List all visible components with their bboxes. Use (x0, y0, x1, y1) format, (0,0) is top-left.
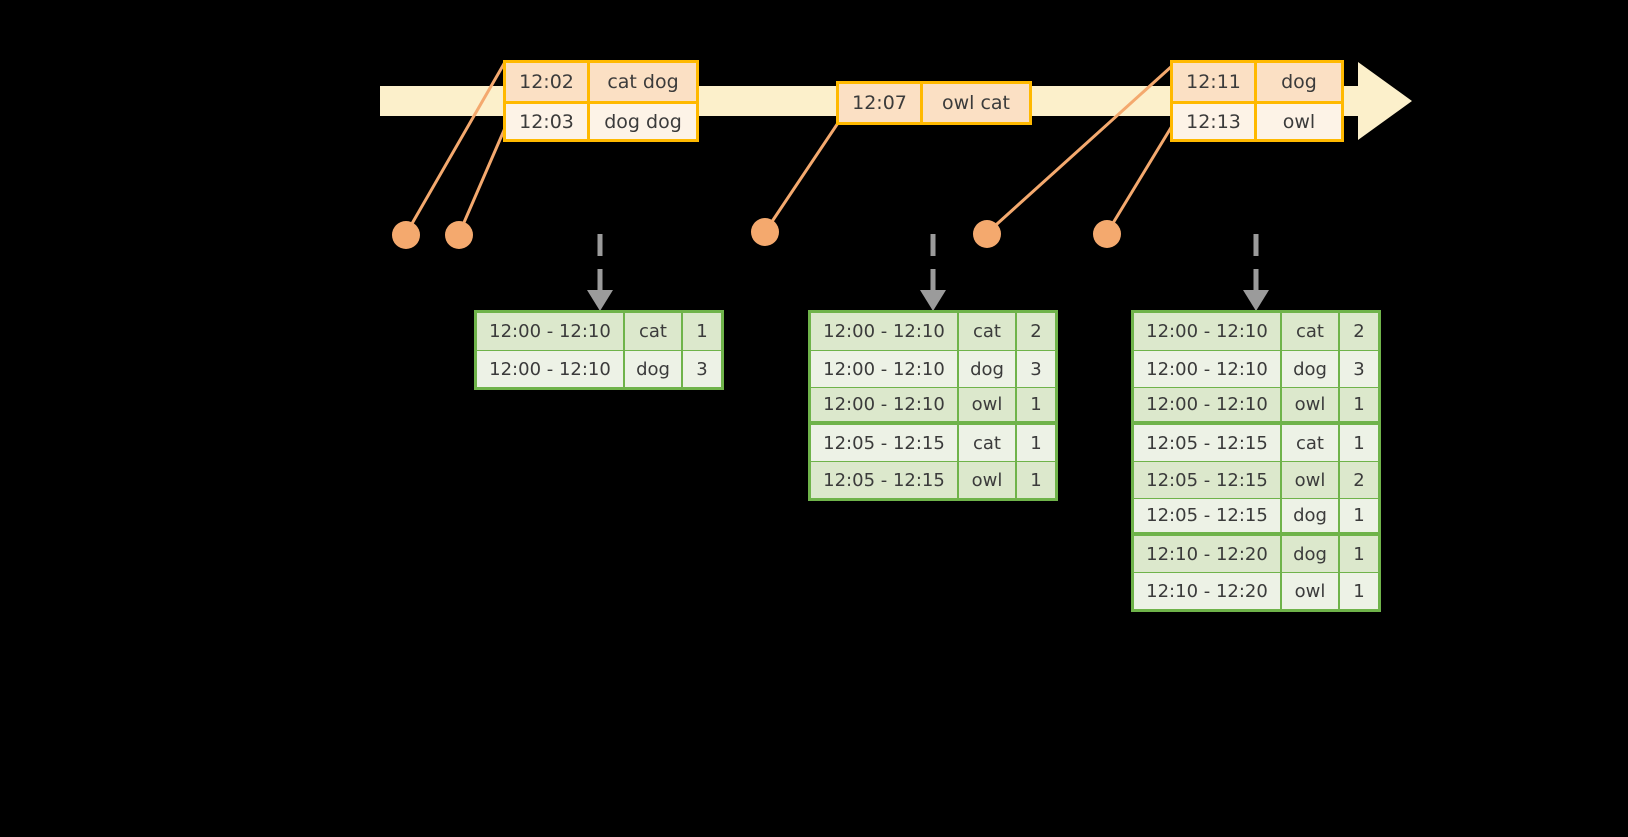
cell-window: 12:05 - 12:15 (1134, 425, 1282, 461)
cell-word: dog (1282, 536, 1340, 572)
emit-arrows (597, 234, 1259, 292)
event-time: 12:03 (506, 104, 590, 139)
cell-word: dog (959, 351, 1017, 387)
cell-word: dog (1282, 351, 1340, 387)
cell-word: owl (959, 388, 1017, 421)
cell-count: 2 (1353, 321, 1365, 342)
event-row: 12:03 dog dog (506, 101, 696, 139)
cell-count: 1 (1030, 469, 1042, 491)
cell-window: 12:05 - 12:15 (811, 462, 959, 498)
cell-count: 3 (1353, 358, 1365, 380)
connector-2 (457, 126, 507, 236)
connector-1 (404, 60, 507, 236)
cell-window: 12:00 - 12:10 (1134, 313, 1282, 350)
cell-count: 2 (1353, 469, 1365, 491)
event-words: dog dog (604, 110, 682, 133)
cell-word: dog (1282, 499, 1340, 532)
emit-arrowhead-1 (587, 290, 613, 311)
cell-count: 1 (1353, 505, 1365, 526)
cell-window: 12:00 - 12:10 (477, 313, 625, 350)
cell-window: 12:05 - 12:15 (811, 425, 959, 461)
cell-count: 3 (696, 358, 708, 380)
event-row: 12:02 cat dog (506, 63, 696, 101)
cell-count: 1 (1030, 432, 1042, 454)
cell-window: 12:00 - 12:10 (477, 351, 625, 387)
cell-word: owl (959, 462, 1017, 498)
emit-arrowhead-2 (920, 290, 946, 311)
event-dot-5 (1093, 220, 1121, 248)
cell-word: owl (1282, 388, 1340, 421)
cell-window: 12:10 - 12:20 (1134, 573, 1282, 609)
cell-window: 12:00 - 12:10 (1134, 388, 1282, 421)
event-dot-3 (751, 218, 779, 246)
event-time: 12:07 (839, 84, 923, 122)
event-words: owl cat (941, 92, 1011, 114)
cell-count: 1 (696, 321, 708, 342)
cell-word: cat (1282, 313, 1340, 350)
event-row: 12:11 dog (1173, 63, 1341, 101)
cell-word: cat (1282, 425, 1340, 461)
cell-word: dog (625, 351, 683, 387)
event-dot-2 (445, 221, 473, 249)
event-box-2[interactable]: 12:07 owl cat (836, 81, 1032, 125)
cell-word: owl (1282, 573, 1340, 609)
event-row: 12:07 owl cat (839, 84, 1029, 122)
event-time: 12:11 (1173, 63, 1257, 101)
cell-window: 12:00 - 12:10 (1134, 351, 1282, 387)
event-box-3[interactable]: 12:11 dog 12:13 owl (1170, 60, 1344, 142)
event-box-1[interactable]: 12:02 cat dog 12:03 dog dog (503, 60, 699, 142)
event-dots (392, 218, 1121, 249)
cell-window: 12:10 - 12:20 (1134, 536, 1282, 572)
event-row: 12:13 owl (1173, 101, 1341, 139)
cell-window: 12:00 - 12:10 (811, 388, 959, 421)
event-words: owl (1282, 110, 1316, 133)
event-time: 12:02 (506, 63, 590, 101)
cell-word: cat (959, 313, 1017, 350)
event-dot-4 (973, 220, 1001, 248)
emit-arrowheads (587, 290, 1269, 311)
cell-count: 1 (1353, 543, 1365, 565)
event-time: 12:13 (1173, 104, 1257, 139)
cell-count: 2 (1030, 321, 1042, 342)
cell-count: 1 (1353, 580, 1365, 602)
cell-count: 1 (1030, 394, 1042, 415)
cell-word: cat (959, 425, 1017, 461)
cell-window: 12:00 - 12:10 (811, 351, 959, 387)
cell-window: 12:05 - 12:15 (1134, 462, 1282, 498)
connector-3 (763, 118, 842, 234)
emit-arrowhead-3 (1243, 290, 1269, 311)
cell-window: 12:05 - 12:15 (1134, 499, 1282, 532)
cell-count: 1 (1353, 394, 1365, 415)
cell-window: 12:00 - 12:10 (811, 313, 959, 350)
cell-count: 3 (1030, 358, 1042, 380)
cell-word: cat (625, 313, 683, 350)
cell-word: owl (1282, 462, 1340, 498)
connector-5 (1105, 124, 1174, 235)
event-words: dog (1281, 71, 1317, 93)
event-dot-1 (392, 221, 420, 249)
cell-count: 1 (1353, 432, 1365, 454)
event-words: cat dog (607, 71, 679, 93)
